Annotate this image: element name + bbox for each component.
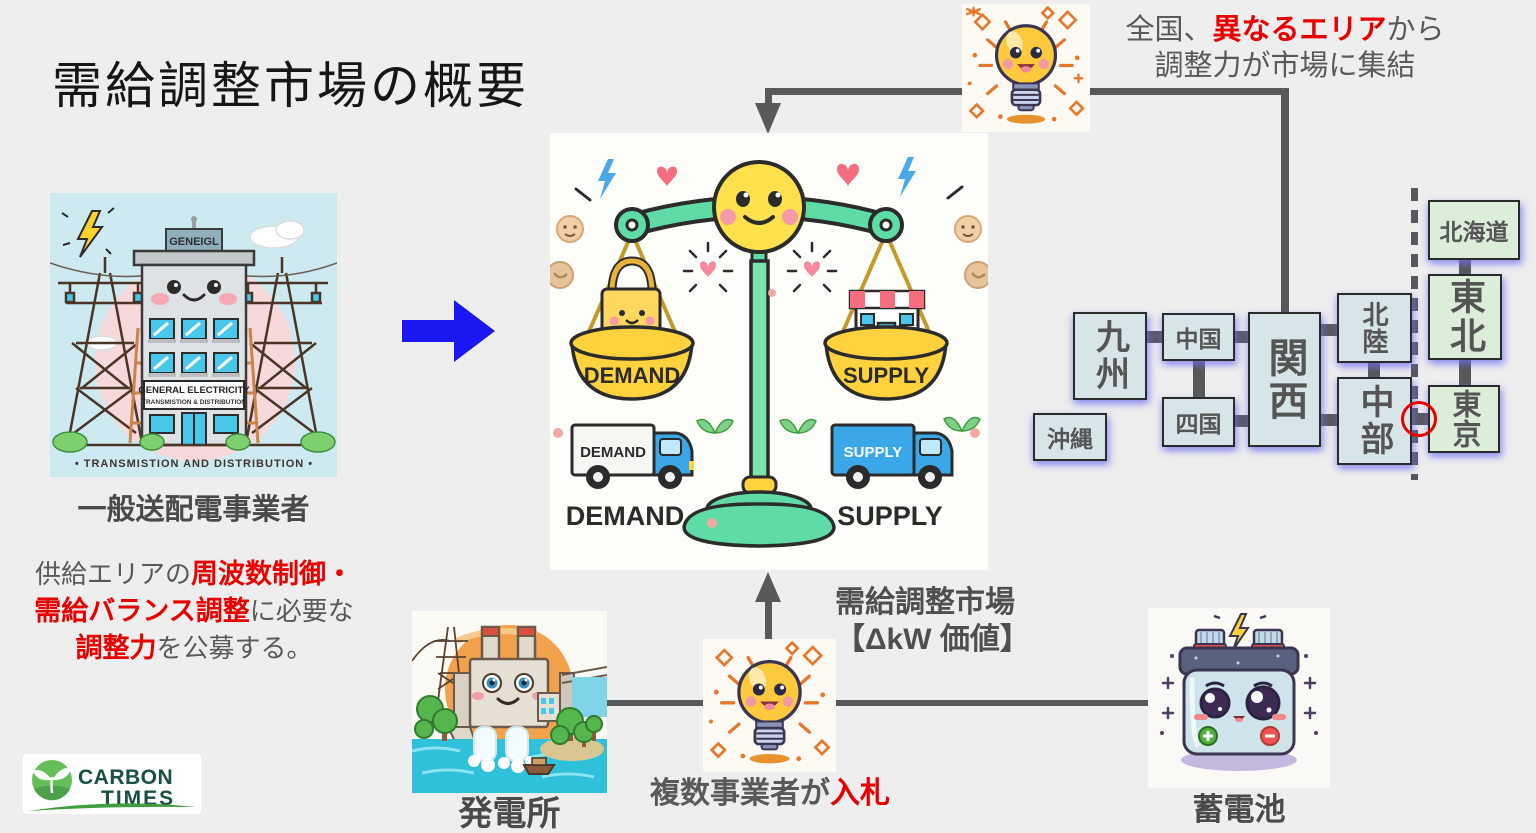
- region-chugoku: 中国: [1162, 313, 1235, 361]
- top-connector-vertical: [1281, 88, 1289, 314]
- desc-highlight: 周波数制御・: [191, 559, 353, 589]
- region-shikoku: 四国: [1162, 397, 1235, 447]
- lightbulb-icon: [702, 639, 837, 772]
- desc-line3: 調整力を公募する。: [20, 630, 368, 667]
- desc-highlight: 調整力: [75, 633, 157, 663]
- connector-kyushu-chugoku: [1146, 331, 1164, 343]
- lightbulb-icon: [961, 4, 1091, 132]
- supply-caption: SUPPLY: [837, 501, 943, 531]
- note-line2: 調整力が市場に集結: [1154, 50, 1416, 82]
- supply-truck-label: SUPPLY: [844, 444, 903, 461]
- connector-hokkaido-tohoku: [1459, 260, 1471, 274]
- plus-button: [1198, 726, 1218, 746]
- supply-pan-label: SUPPLY: [843, 363, 929, 388]
- top-arrow-stub: [765, 88, 772, 106]
- building-windows: [148, 318, 240, 377]
- sparkles: [1161, 676, 1317, 720]
- page-title: 需給調整市場の概要: [52, 58, 529, 114]
- up-arrow-shaft: [765, 600, 772, 642]
- transmission-operator-image: GENEIGL GEN: [49, 193, 338, 477]
- logo-line1: CARBON: [78, 766, 173, 789]
- banner-line1: GENERAL ELECTRICITY: [138, 385, 250, 396]
- battery-illustration: [1148, 608, 1330, 788]
- building-sign-text: GENEIGL: [169, 236, 219, 248]
- note-text: 全国、: [1125, 14, 1213, 46]
- desc-line2: 需給バランス調整に必要な: [20, 593, 368, 630]
- market-line1: 需給調整市場: [835, 586, 1015, 619]
- connector-kansai-hokuriku: [1320, 324, 1338, 336]
- connector-kansai-chubu: [1320, 414, 1338, 426]
- bid-highlight: 入札: [830, 777, 890, 810]
- note-text: から: [1386, 14, 1445, 46]
- demand-pan-label: DEMAND: [584, 363, 681, 388]
- plant-caption: 発電所: [458, 795, 561, 833]
- demand-truck-icon: DEMAND: [570, 423, 694, 489]
- desc-highlight: 需給バランス調整: [34, 596, 250, 626]
- lightning-icon: [598, 157, 916, 199]
- region-kansai: 関西: [1248, 312, 1321, 447]
- up-arrow-icon: [755, 572, 781, 602]
- connector-hokuriku-chubu: [1368, 363, 1380, 377]
- boat-icon: [522, 757, 556, 775]
- pylon-left: [58, 257, 150, 444]
- blue-arrow-icon: [402, 300, 496, 367]
- leaf-decor: [696, 416, 981, 434]
- minus-button: [1260, 726, 1280, 746]
- note-line1: 全国、異なるエリアから: [1105, 12, 1465, 48]
- region-okinawa: 沖縄: [1033, 413, 1107, 461]
- connector-tohoku-tokyo: [1459, 360, 1471, 385]
- bottom-connector-horizontal: [607, 700, 1155, 706]
- bid-label: 複数事業者が入札: [600, 768, 940, 812]
- demand-truck-label: DEMAND: [580, 444, 646, 461]
- battery-face: [1194, 681, 1286, 722]
- note-highlight: 異なるエリア: [1212, 14, 1387, 46]
- operator-caption: 一般送配電事業者: [77, 494, 310, 526]
- operator-description: 供給エリアの周波数制御・ 需給バランス調整に必要な 調整力を公募する。: [20, 556, 368, 667]
- bid-text: 複数事業者が: [650, 777, 830, 810]
- heart-icon: [657, 163, 859, 186]
- smiley-face: [712, 160, 806, 254]
- desc-line1: 供給エリアの周波数制御・: [20, 556, 368, 593]
- building-illustration: GENEIGL GEN: [49, 193, 338, 477]
- desc-text: を公募する。: [156, 633, 313, 663]
- waterfall: [468, 726, 535, 773]
- battery-caption: 蓄電池: [1192, 792, 1286, 827]
- lightning-icon: [1213, 613, 1267, 651]
- converter-circle-icon: [1401, 401, 1437, 437]
- region-hokkaido: 北海道: [1428, 200, 1520, 260]
- pivot-rings: [614, 207, 904, 243]
- building-face: [151, 280, 237, 305]
- connector-chugoku-shikoku: [1193, 361, 1205, 397]
- plant-face: [472, 673, 544, 705]
- down-arrow-icon: [755, 103, 781, 134]
- aggregation-note: 全国、異なるエリアから 調整力が市場に集結: [1105, 12, 1465, 84]
- trees: [414, 695, 603, 747]
- banner-line2: TRANSMISTION & DISTRIBUTION: [142, 399, 246, 406]
- connector-chugoku-kansai: [1234, 331, 1250, 343]
- region-kyushu: 九州: [1073, 312, 1147, 400]
- region-hokuriku: 北陸: [1337, 293, 1412, 363]
- desc-text: 供給エリアの: [34, 559, 191, 589]
- region-tokyo: 東京: [1428, 385, 1500, 453]
- frequency-border-line: [1411, 188, 1418, 480]
- heart-burst: [682, 241, 838, 293]
- carbon-times-logo: CARBON TIMES: [21, 752, 203, 816]
- connector-shikoku-kansai: [1234, 415, 1250, 427]
- scale-illustration: DEMAND SUPPLY: [546, 133, 992, 570]
- image-footer-text: • TRANSMISTION AND DISTRIBUTION •: [75, 458, 313, 470]
- desc-text: に必要な: [249, 596, 354, 626]
- region-tohoku: 東北: [1428, 274, 1502, 360]
- market-label: 需給調整市場 【ΔkW 価値】: [835, 584, 1030, 658]
- supply-truck-icon: SUPPLY: [830, 423, 954, 489]
- lightning-icon: [61, 207, 115, 258]
- power-plant-illustration: [411, 611, 608, 793]
- demand-caption: DEMAND: [566, 501, 685, 531]
- market-line2: 【ΔkW 価値】: [835, 623, 1030, 656]
